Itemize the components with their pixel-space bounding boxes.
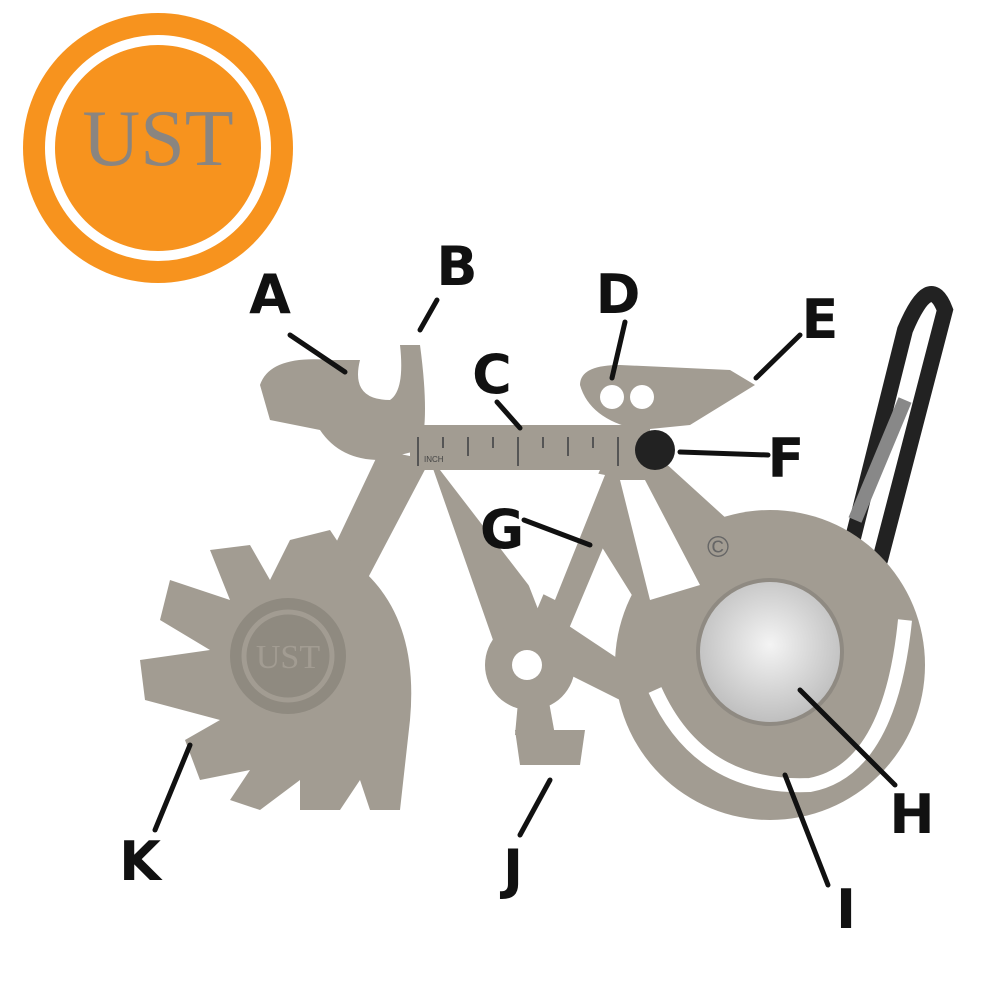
- copyright-mark: ©: [707, 531, 729, 564]
- ruler-label: INCH: [424, 455, 444, 464]
- engraved-logo-text: UST: [256, 639, 320, 676]
- callout-e: E: [802, 288, 839, 351]
- callout-d: D: [596, 263, 641, 326]
- callout-i: I: [836, 878, 856, 941]
- brand-logo: UST: [23, 13, 293, 283]
- logo-text: UST: [82, 95, 233, 183]
- callout-b: B: [436, 235, 477, 298]
- callout-h: H: [889, 783, 934, 846]
- callout-k: K: [119, 830, 163, 893]
- callout-g: G: [480, 498, 524, 561]
- callout-a: A: [249, 263, 291, 326]
- ruler: [417, 437, 619, 466]
- callout-j: J: [499, 838, 523, 901]
- mirror: [696, 578, 844, 726]
- callout-c: C: [472, 343, 512, 406]
- leader-lines: [152, 297, 898, 888]
- cutouts: [440, 385, 912, 793]
- engraved-logo: [230, 598, 346, 714]
- callout-f: F: [768, 427, 805, 490]
